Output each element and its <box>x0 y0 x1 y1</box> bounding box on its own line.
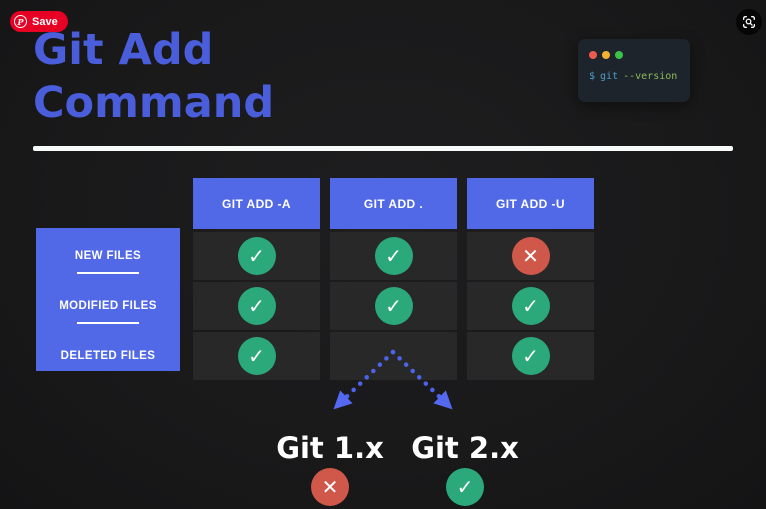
column-header: GIT ADD -A <box>193 178 320 229</box>
minimize-dot-icon <box>602 51 610 59</box>
terminal-argument: --version <box>623 71 678 82</box>
row-label-deleted-files: DELETED FILES <box>60 350 156 362</box>
maximize-dot-icon <box>615 51 623 59</box>
terminal-prompt: $ <box>589 71 596 82</box>
cross-icon: ✕ <box>511 237 550 275</box>
pinterest-save-button[interactable]: P Save <box>10 11 68 32</box>
row-label-modified-files: MODIFIED FILES <box>59 300 157 312</box>
table-cell: ✓ <box>193 232 320 280</box>
table-cell: ✓ <box>330 232 457 280</box>
check-icon: ✓ <box>374 237 413 275</box>
column-git-add-u: GIT ADD -U ✕ ✓ ✓ <box>467 178 594 382</box>
table-cell: ✓ <box>330 282 457 330</box>
check-icon: ✓ <box>511 287 550 325</box>
table-cell: ✓ <box>467 332 594 380</box>
check-icon: ✓ <box>374 287 413 325</box>
table-cell: ✓ <box>193 282 320 330</box>
arrow-to-git1x <box>333 349 396 410</box>
arrow-to-git2x <box>390 349 453 410</box>
table-cell: ✓ <box>193 332 320 380</box>
git2x-block: Git 2.x ✓ <box>400 430 530 506</box>
table-cell: ✓ <box>467 282 594 330</box>
title-line-2: Command <box>33 78 275 128</box>
divider-line <box>33 146 733 151</box>
check-icon: ✓ <box>237 337 276 375</box>
check-icon: ✓ <box>237 237 276 275</box>
table-cell: ✕ <box>467 232 594 280</box>
label-separator <box>77 322 139 324</box>
column-git-add-dot: GIT ADD . ✓ ✓ <box>330 178 457 382</box>
check-icon: ✓ <box>511 337 550 375</box>
close-dot-icon <box>589 51 597 59</box>
split-arrows <box>333 349 453 410</box>
save-button-label: Save <box>32 15 58 28</box>
page-title: Git Add Command <box>33 24 274 130</box>
terminal-window: $ git --version <box>578 39 690 102</box>
title-line-1: Git Add <box>33 25 214 75</box>
column-header: GIT ADD -U <box>467 178 594 229</box>
traffic-lights <box>589 51 679 59</box>
git2x-label: Git 2.x <box>411 431 519 465</box>
row-labels-box: NEW FILES MODIFIED FILES DELETED FILES <box>36 228 180 371</box>
column-git-add-a: GIT ADD -A ✓ ✓ ✓ <box>193 178 320 382</box>
column-header: GIT ADD . <box>330 178 457 229</box>
row-label-new-files: NEW FILES <box>74 250 142 262</box>
pinterest-icon: P <box>14 15 27 28</box>
search-lens-icon[interactable] <box>736 9 762 35</box>
cross-icon: ✕ <box>311 468 349 506</box>
label-separator <box>77 272 139 274</box>
terminal-command-line: $ git --version <box>589 71 679 82</box>
git1x-block: Git 1.x ✕ <box>265 430 395 506</box>
table-cell <box>330 332 457 380</box>
terminal-command: git <box>600 71 619 82</box>
check-icon: ✓ <box>237 287 276 325</box>
git1x-label: Git 1.x <box>276 431 384 465</box>
check-icon: ✓ <box>446 468 484 506</box>
